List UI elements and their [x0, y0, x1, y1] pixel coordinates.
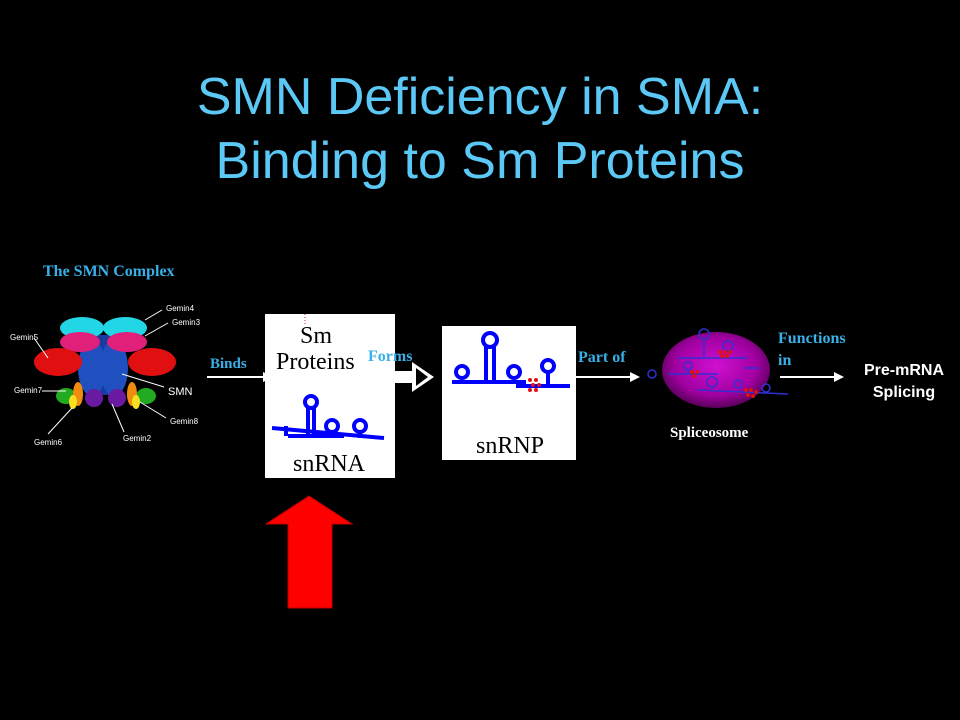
smn-complex-diagram [33, 309, 176, 435]
snrnp-panel [442, 326, 576, 460]
gemin4-label: Gemin4 [166, 304, 195, 313]
sm-snrna-panel [265, 314, 395, 478]
snrnp-structure [452, 331, 570, 392]
in-label: in [778, 352, 792, 369]
spliceosome-diagram [647, 328, 789, 408]
gemin2-label: Gemin2 [123, 434, 152, 443]
gemin3-label: Gemin3 [172, 318, 201, 327]
gemin6-label: Gemin6 [34, 438, 63, 447]
forms-arrow [364, 362, 434, 392]
splicing-label: Splicing [872, 384, 936, 401]
binds-arrow [207, 372, 273, 382]
spliceosome-label: Spliceosome [670, 425, 749, 441]
pre-mrna-label: Pre-mRNA [863, 362, 944, 379]
gemin8-label: Gemin8 [170, 417, 199, 426]
gemin7-label: Gemin7 [14, 386, 43, 395]
snrna-label: snRNA [293, 451, 366, 477]
proteins-label: Proteins [276, 349, 355, 375]
functions-arrow [780, 372, 844, 382]
forms-label: Forms [368, 348, 413, 365]
slide-title-line-2: Binding to Sm Proteins [215, 132, 745, 190]
red-up-arrow [264, 495, 354, 609]
smn-label: SMN [168, 386, 193, 398]
panel-dotted-marker [304, 314, 306, 326]
smn-complex-heading: The SMN Complex [43, 263, 175, 280]
part-of-label: Part of [578, 349, 626, 366]
slide-title-line-1: SMN Deficiency in SMA: [196, 68, 764, 126]
snrnp-label: snRNP [476, 433, 545, 459]
part-of-arrow [576, 372, 640, 382]
functions-label: Functions [778, 330, 846, 347]
sm-label: Sm [300, 323, 333, 349]
binds-label: Binds [210, 356, 247, 372]
gemin5-label: Gemin5 [10, 333, 39, 342]
snrna-structure [271, 394, 385, 440]
